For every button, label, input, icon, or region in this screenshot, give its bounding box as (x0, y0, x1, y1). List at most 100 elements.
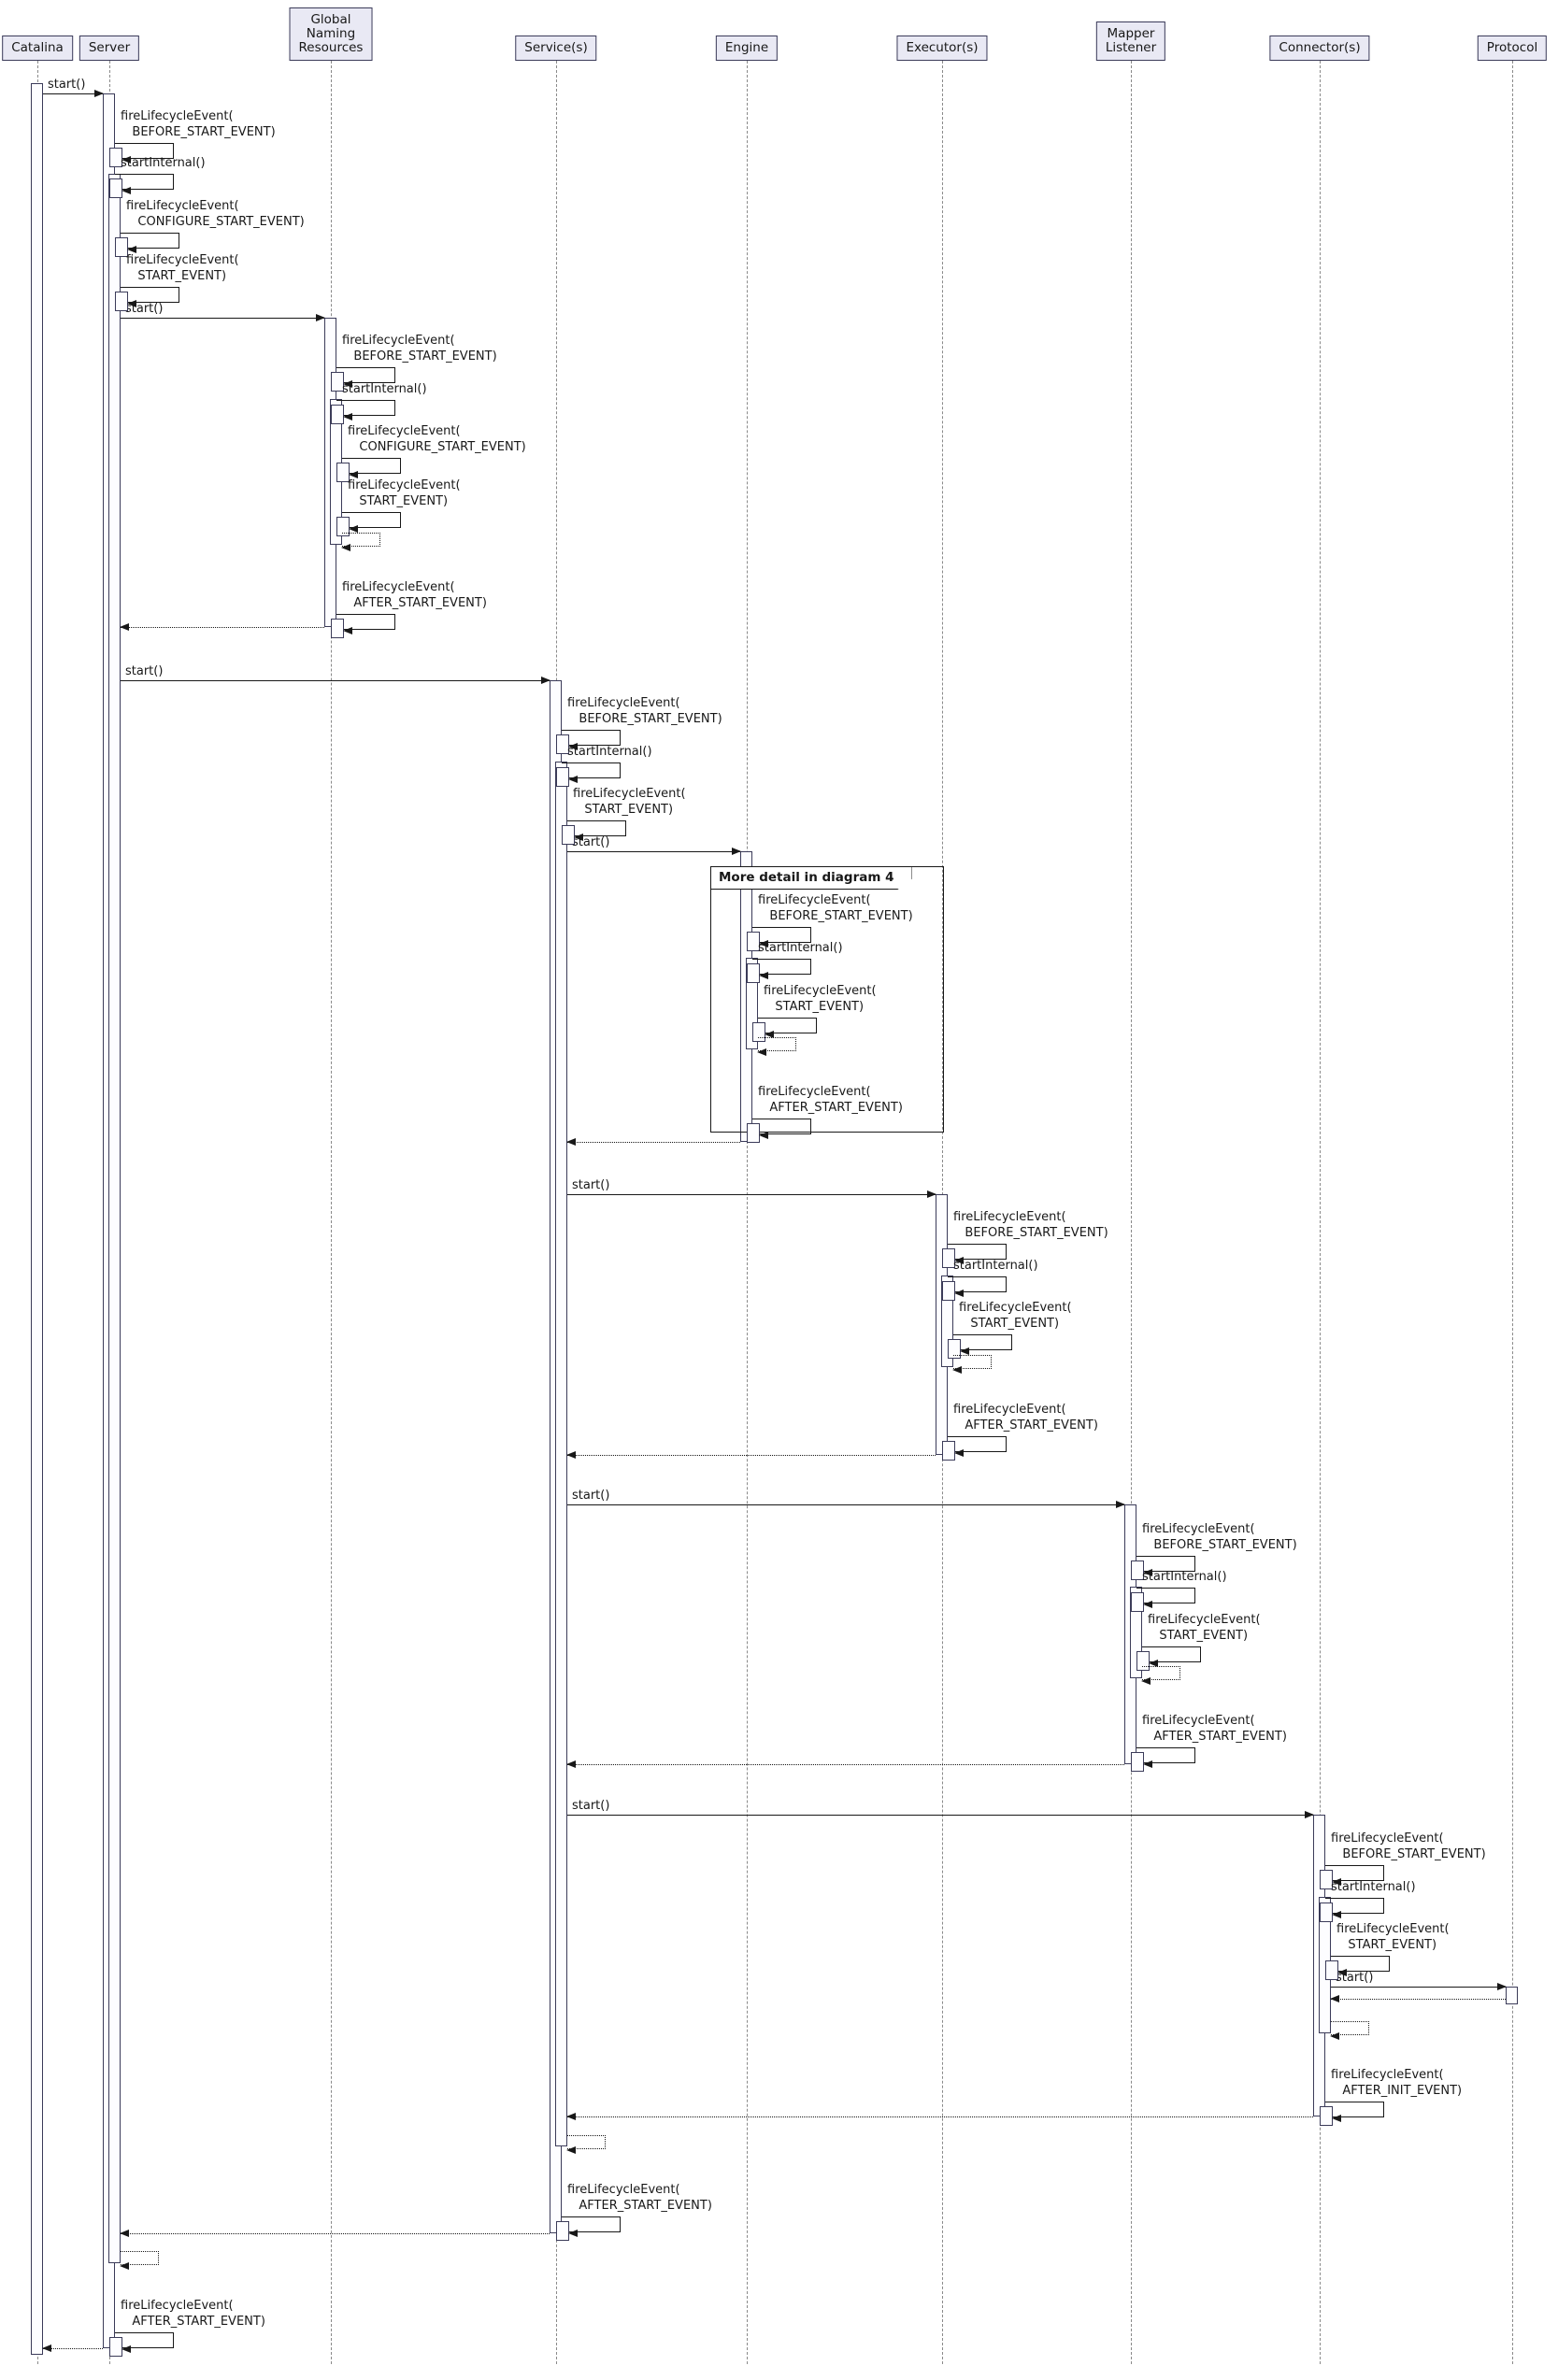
activation-server-nested (108, 174, 121, 2263)
message-label: startInternal() (567, 745, 652, 759)
self-call-loop (109, 2332, 174, 2357)
call-line (567, 1501, 1125, 1508)
self-engine-start-internal: startInternal() (747, 940, 843, 983)
self-call-loop (556, 762, 621, 787)
lifeline-protocol (1512, 61, 1513, 2364)
self-executor-before-start-event: fireLifecycleEvent( BEFORE_START_EVENT) (942, 1209, 1108, 1268)
self-call-loop (942, 1276, 1007, 1301)
message-label: fireLifecycleEvent( AFTER_START_EVENT) (567, 2183, 712, 2213)
call-line (1331, 1983, 1507, 1990)
nested-activation (556, 2221, 569, 2241)
return-protocol-to-connector (1330, 1995, 1506, 2002)
self-server-after-start-event: fireLifecycleEvent( AFTER_START_EVENT) (109, 2298, 265, 2357)
activation-protocol (1506, 1987, 1518, 2004)
self-gnr-start-event: fireLifecycleEvent( START_EVENT) (336, 477, 461, 536)
message-label: start() (48, 78, 86, 92)
self-call-loop (336, 512, 401, 536)
lifeline-mapper-listener (1131, 61, 1132, 2364)
message-label: fireLifecycleEvent( BEFORE_START_EVENT) (342, 334, 497, 363)
frame-more-detail: More detail in diagram 4 (710, 866, 944, 1133)
message-label: fireLifecycleEvent( START_EVENT) (959, 1301, 1072, 1331)
call-start-connector-to-protocol: start() (1331, 1971, 1507, 1990)
message-label: fireLifecycleEvent( AFTER_INIT_EVENT) (1331, 2068, 1463, 2098)
self-return-connector (1330, 2021, 1369, 2040)
self-call-loop (331, 367, 395, 392)
call-start-service-to-engine: start() (567, 835, 741, 855)
participant-server: Server (79, 36, 140, 61)
self-engine-start-event: fireLifecycleEvent( START_EVENT) (752, 983, 877, 1042)
message-label: fireLifecycleEvent( START_EVENT) (1336, 1922, 1450, 1952)
message-label: fireLifecycleEvent( AFTER_START_EVENT) (758, 1085, 903, 1115)
return-server-to-catalina (42, 2344, 103, 2352)
self-call-loop (1136, 1646, 1201, 1671)
self-gnr-configure-start-event: fireLifecycleEvent( CONFIGURE_START_EVEN… (336, 423, 526, 482)
lifeline-engine (747, 61, 748, 2364)
message-label: start() (1336, 1971, 1374, 1985)
message-label: fireLifecycleEvent( BEFORE_START_EVENT) (1142, 1522, 1297, 1552)
self-server-start-event: fireLifecycleEvent( START_EVENT) (115, 252, 239, 311)
self-call-loop (942, 1436, 1007, 1461)
participant-services: Service(s) (515, 36, 597, 61)
return-executor-to-service (566, 1451, 936, 1459)
nested-activation (942, 1281, 955, 1301)
message-label: start() (572, 835, 610, 849)
self-call-loop (1131, 1747, 1195, 1772)
self-call-loop (1320, 1865, 1384, 1889)
return-service-to-server (120, 2230, 550, 2237)
nested-activation (109, 2337, 122, 2357)
message-label: fireLifecycleEvent( AFTER_START_EVENT) (953, 1403, 1098, 1432)
message-label: fireLifecycleEvent( BEFORE_START_EVENT) (567, 696, 722, 726)
self-gnr-before-start-event: fireLifecycleEvent( BEFORE_START_EVENT) (331, 333, 497, 392)
self-call-loop (556, 2216, 621, 2241)
return-engine-to-service (566, 1138, 740, 1146)
message-label: fireLifecycleEvent( AFTER_START_EVENT) (342, 580, 487, 610)
call-line (121, 314, 325, 321)
message-label: fireLifecycleEvent( START_EVENT) (348, 478, 461, 508)
message-label: fireLifecycleEvent( AFTER_START_EVENT) (1142, 1714, 1287, 1744)
nested-activation (747, 1123, 760, 1143)
self-call-loop (336, 458, 401, 482)
self-service-start-internal: startInternal() (556, 744, 652, 787)
lifeline-global-naming-resources (331, 61, 332, 2364)
participant-mapper-listener: Mapper Listener (1095, 21, 1166, 61)
self-connector-after-init-event: fireLifecycleEvent( AFTER_INIT_EVENT) (1320, 2067, 1463, 2126)
message-label: fireLifecycleEvent( START_EVENT) (764, 984, 877, 1014)
call-start-service-to-executor: start() (567, 1178, 936, 1198)
self-gnr-after-start-event: fireLifecycleEvent( AFTER_START_EVENT) (331, 579, 487, 638)
nested-activation (747, 963, 760, 983)
call-start-service-to-connector: start() (567, 1800, 1314, 1818)
message-label: start() (572, 1178, 610, 1192)
self-executor-start-internal: startInternal() (942, 1258, 1038, 1301)
self-call-loop (942, 1244, 1007, 1268)
nested-activation (1320, 2106, 1333, 2126)
call-line (567, 1811, 1314, 1818)
self-service-start-event: fireLifecycleEvent( START_EVENT) (562, 786, 686, 845)
self-server-before-start-event: fireLifecycleEvent( BEFORE_START_EVENT) (109, 108, 276, 167)
nested-activation (331, 619, 344, 638)
self-call-loop (331, 614, 395, 638)
call-start-catalina-to-server: start() (43, 78, 104, 97)
participant-executors: Executor(s) (896, 36, 988, 61)
self-call-loop (948, 1334, 1012, 1359)
message-label: start() (125, 302, 164, 316)
message-label: startInternal() (121, 156, 206, 170)
self-call-loop (1320, 2102, 1384, 2126)
lifeline-connectors (1320, 61, 1321, 2364)
participant-global-naming-resources: Global Naming Resources (289, 7, 373, 61)
participant-catalina: Catalina (2, 36, 73, 61)
return-connector-to-service (566, 2113, 1313, 2120)
self-engine-after-start-event: fireLifecycleEvent( AFTER_START_EVENT) (747, 1084, 903, 1143)
self-call-loop (115, 233, 179, 257)
call-start-server-to-gnr: start() (121, 302, 325, 321)
self-call-loop (1320, 1898, 1384, 1922)
nested-activation (1320, 1903, 1333, 1922)
self-call-loop (109, 174, 174, 198)
participant-connectors: Connector(s) (1269, 36, 1370, 61)
message-label: start() (572, 1489, 610, 1503)
nested-activation (1131, 1752, 1144, 1772)
self-gnr-start-internal: startInternal() (331, 381, 427, 424)
message-label: startInternal() (953, 1259, 1038, 1273)
nested-activation (942, 1441, 955, 1461)
message-label: fireLifecycleEvent( AFTER_START_EVENT) (121, 2299, 265, 2329)
nested-activation (1131, 1592, 1144, 1612)
